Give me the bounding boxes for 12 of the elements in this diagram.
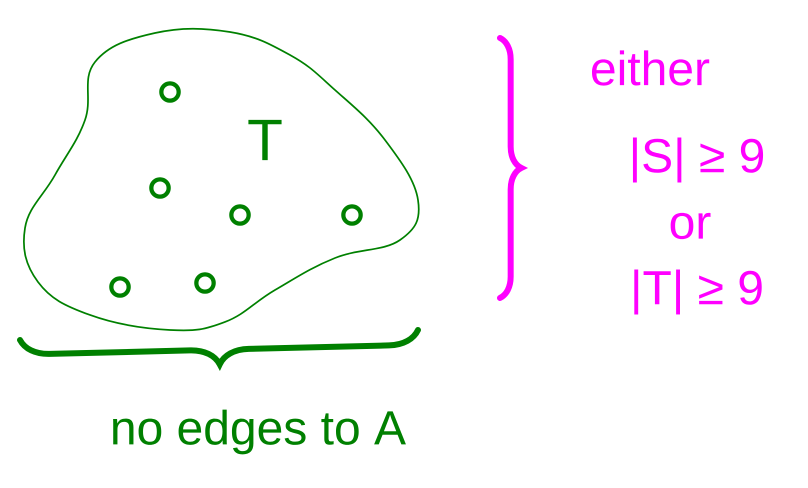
vertex-circle [159,81,181,103]
handwritten-label: |S| ≥ 9 [632,138,764,182]
set-blob: T [23,28,420,332]
handwritten-label: |T| ≥ 9 [634,270,762,314]
vertex-circle [194,272,216,294]
handwritten-label: or [670,212,711,240]
vertex-circle [109,276,131,298]
vertex-circle [341,204,363,226]
handwritten-label: no edges to A [113,410,406,454]
vertex-circle [149,177,171,199]
handwritten-label: either [592,50,710,86]
vertex-circle [229,204,251,226]
